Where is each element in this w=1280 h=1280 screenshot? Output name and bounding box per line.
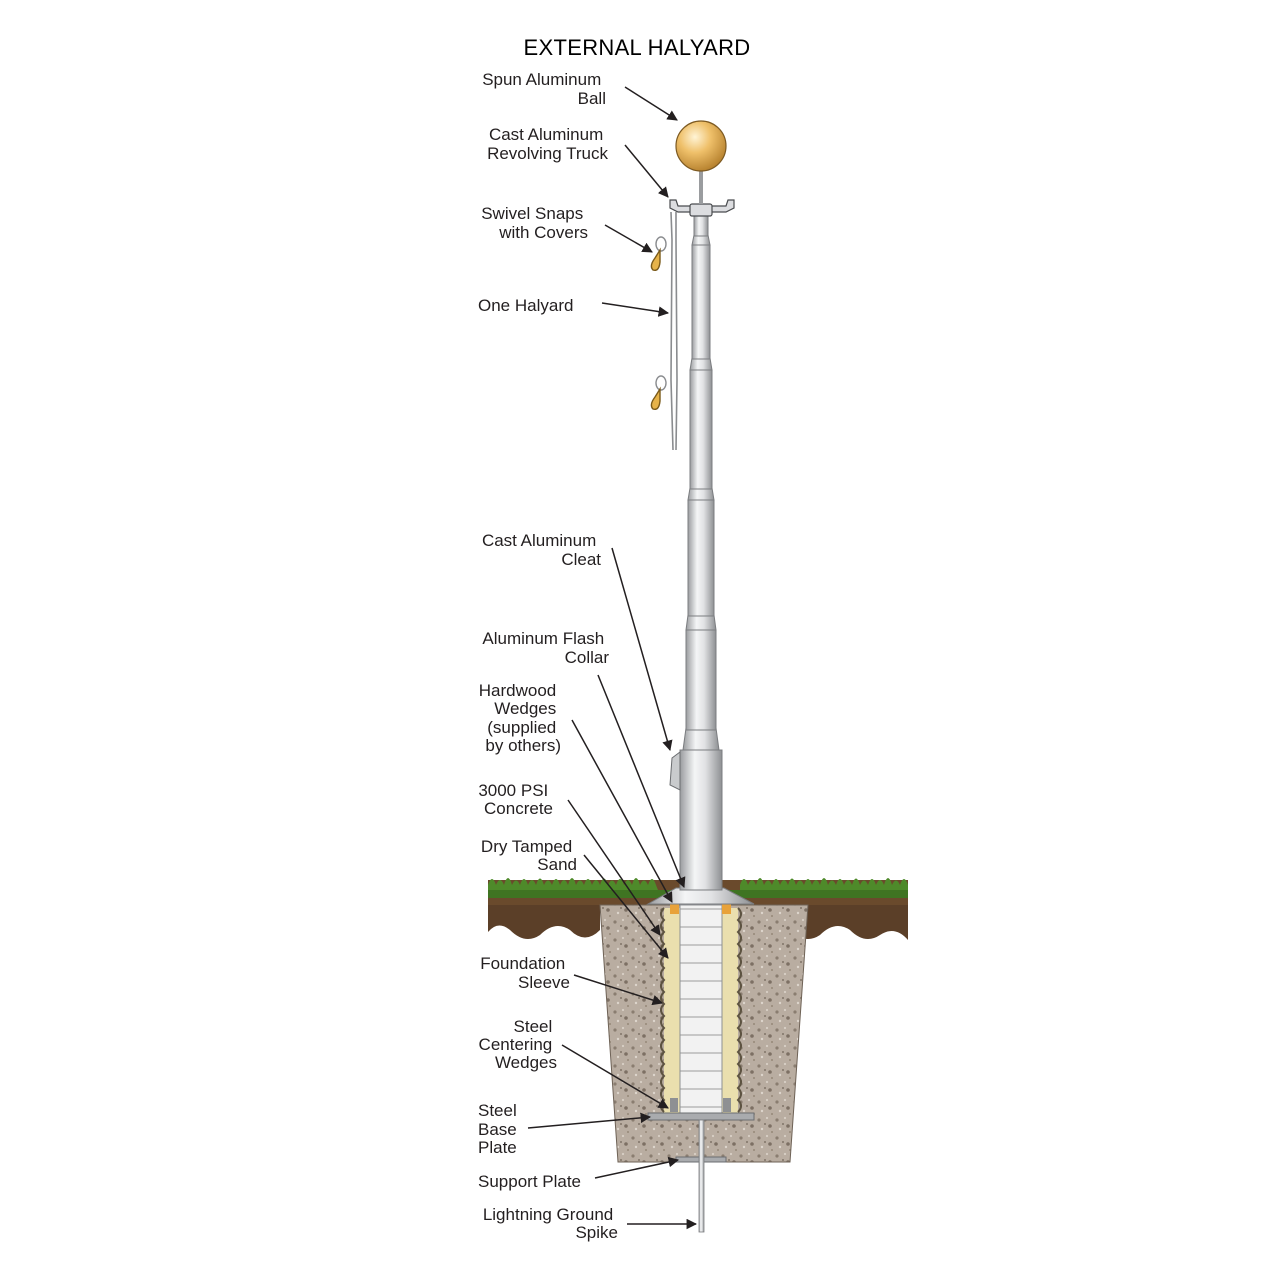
label-sleeve: Foundation Sleeve [480, 954, 570, 992]
label-halyard: One Halyard [478, 296, 573, 315]
halyard-rope [670, 211, 678, 451]
leader-sand [583, 854, 669, 959]
foundation-sleeve-right [736, 907, 742, 1113]
leader-lines [527, 86, 698, 1230]
leader-centering [561, 1044, 669, 1109]
label-centering: Steel Centering Wedges [479, 1017, 557, 1072]
label-cleat: Cast Aluminum Cleat [482, 531, 601, 569]
leader-wedges [571, 719, 673, 903]
foundation-sleeve-left [660, 907, 666, 1113]
label-truck: Cast Aluminum Revolving Truck [487, 125, 608, 163]
label-flash-collar: Aluminum Flash Collar [482, 629, 609, 667]
label-base-plate: Steel Base Plate [478, 1101, 521, 1157]
leader-snaps [604, 224, 653, 253]
leader-ball [624, 86, 678, 121]
swivel-snap-bottom [650, 375, 667, 411]
label-snaps: Swivel Snaps with Covers [481, 204, 588, 242]
label-concrete: 3000 PSI Concrete [478, 781, 553, 818]
lightning-ground-spike [698, 1119, 705, 1233]
embedded-pole [679, 904, 723, 1116]
label-support-plate: Support Plate [478, 1172, 581, 1191]
leader-flash-collar [597, 674, 686, 888]
label-sand: Dry Tamped Sand [481, 837, 577, 874]
leader-concrete [567, 799, 661, 936]
ball-spindle [699, 170, 703, 204]
hardwood-wedge-left [670, 904, 679, 914]
swivel-snap-top [650, 236, 667, 272]
flagpole-shaft [679, 214, 723, 891]
leader-truck [624, 144, 669, 198]
label-ball: Spun Aluminum Ball [482, 70, 606, 108]
hardwood-wedge-right [722, 904, 731, 914]
steel-centering-wedge-left [670, 1098, 678, 1112]
callout-labels: Spun Aluminum Ball Cast Aluminum Revolvi… [478, 70, 618, 1242]
leader-support-plate [594, 1156, 680, 1179]
label-wedges: Hardwood Wedges (supplied by others) [479, 681, 561, 755]
leader-cleat [611, 547, 673, 752]
spun-aluminum-ball [675, 120, 727, 172]
label-spike: Lightning Ground Spike [483, 1205, 618, 1242]
steel-centering-wedge-right [723, 1098, 731, 1112]
steel-base-plate [647, 1112, 755, 1121]
diagram-title: EXTERNAL HALYARD [524, 35, 751, 60]
leader-halyard [601, 302, 670, 317]
leader-base-plate [527, 1112, 652, 1129]
leader-sleeve [573, 974, 664, 1006]
cleat [669, 751, 681, 791]
